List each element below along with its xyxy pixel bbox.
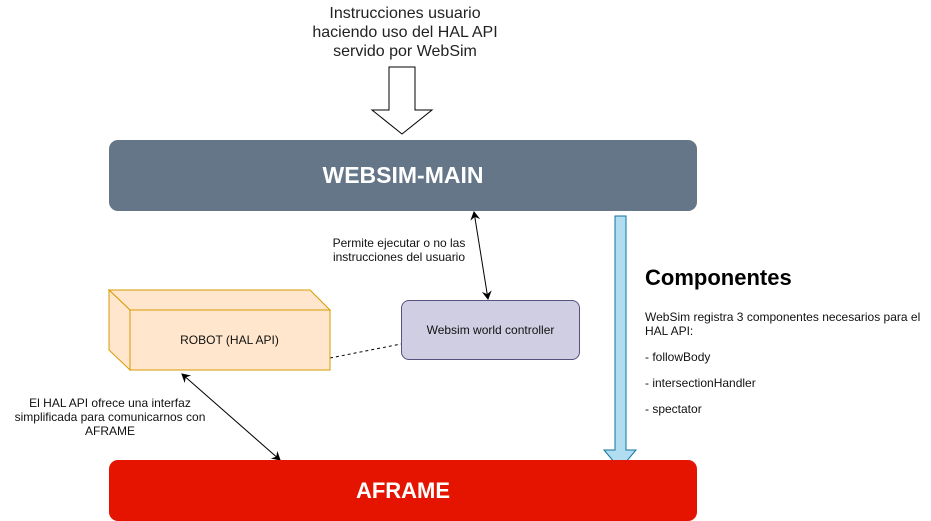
permite-note: Permite ejecutar o no las instrucciones … — [332, 236, 466, 264]
websim-world-controller-block: Websim world controller — [401, 300, 580, 360]
main-controller-connector — [470, 211, 492, 300]
user-instructions-note: Instrucciones usuario haciendo uso del H… — [312, 5, 498, 60]
websim-main-block: WEBSIM-MAIN — [109, 140, 697, 211]
robot-box-top — [107, 289, 332, 311]
input-arrow — [370, 66, 434, 135]
robot-aframe-connector — [181, 373, 281, 461]
componentes-title: Componentes — [645, 265, 792, 290]
aframe-label: AFRAME — [355, 477, 451, 503]
controller-label: Websim world controller — [426, 323, 555, 337]
robot-controller-dashed-link — [329, 343, 402, 359]
robot-label: ROBOT (HAL API) — [180, 332, 279, 347]
websim-main-label: WEBSIM-MAIN — [322, 162, 484, 188]
component-item-intersectionhandler: - intersectionHandler — [645, 376, 756, 390]
components-arrow — [602, 215, 638, 470]
robot-box-front — [129, 309, 331, 371]
componentes-description: WebSim registra 3 componentes necesarios… — [645, 310, 921, 338]
hal-api-note: El HAL API ofrece una interfaz simplific… — [14, 396, 206, 438]
component-item-spectator: - spectator — [645, 402, 702, 416]
component-item-followbody: - followBody — [645, 350, 711, 364]
robot-block-label-container: ROBOT (HAL API) — [130, 310, 329, 369]
aframe-block: AFRAME — [109, 460, 697, 521]
robot-box — [107, 288, 332, 372]
